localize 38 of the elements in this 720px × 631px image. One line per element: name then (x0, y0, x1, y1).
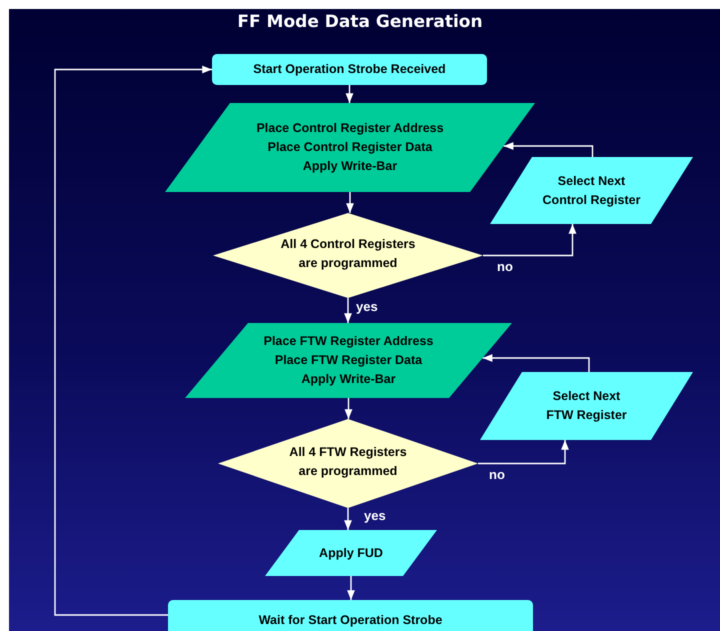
terminal-box (212, 54, 487, 85)
edge-label: yes (356, 299, 378, 314)
process-parallelogram (480, 372, 693, 440)
edge-label: yes (364, 508, 386, 523)
arrow (478, 440, 569, 464)
node-label: Place FTW Register Data (274, 352, 422, 369)
node-label: Start Operation Strobe Received (253, 61, 446, 78)
title: FF Mode Data Generation (237, 12, 483, 32)
node-label: Select Next Control Register (542, 172, 642, 209)
arrow (346, 192, 354, 213)
arrow (344, 508, 352, 530)
arrow (483, 224, 576, 256)
arrow (346, 85, 354, 103)
node-label: Apply Write-Bar (302, 158, 398, 175)
decision-diamond (218, 419, 478, 508)
node-label: Select Next FTW Register (545, 388, 628, 424)
edge-label: no (497, 258, 513, 274)
arrow (504, 142, 594, 157)
node-label: All 4 Control Registers are programmed (280, 236, 416, 272)
node-label: Place Control Register Address (256, 120, 444, 137)
process-parallelogram (490, 157, 693, 224)
terminal-box (168, 600, 533, 631)
arrow (482, 354, 590, 372)
node-label: Apply FUD (319, 544, 383, 562)
arrow (347, 576, 355, 600)
arrow (344, 298, 352, 323)
process-parallelogram (265, 530, 437, 576)
arrow (54, 66, 212, 616)
node-label: Place FTW Register Address (264, 333, 434, 350)
edge-label: no (489, 466, 505, 482)
node-label: Wait for Start Operation Strobe (258, 612, 442, 629)
decision-diamond (213, 213, 483, 298)
arrow (344, 398, 352, 419)
process-parallelogram (185, 323, 512, 398)
node-label: Place Control Register Data (268, 139, 432, 156)
node-label: All 4 FTW Registers are programmed (288, 444, 408, 480)
process-parallelogram (165, 103, 535, 192)
node-label: Apply Write-Bar (301, 371, 396, 388)
